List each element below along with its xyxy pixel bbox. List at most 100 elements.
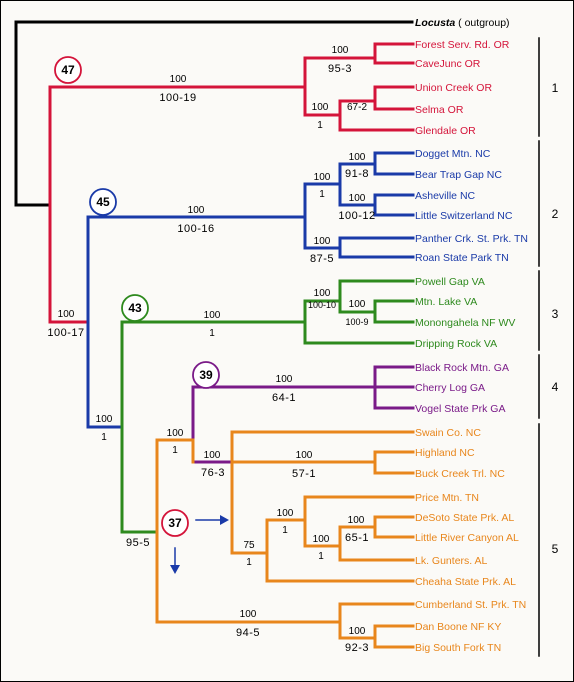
support-c2-decay: 100-16: [177, 223, 214, 235]
taxon-label: Monongahela NF WV: [415, 317, 515, 329]
support-c1c-decay: 67-2: [347, 102, 367, 113]
support-c5b-decay: 1: [246, 557, 252, 568]
support-root2-bootstrap: 100: [58, 309, 75, 320]
taxon-label: Little River Canyon AL: [415, 532, 519, 544]
support-c3a-bootstrap: 100: [314, 288, 331, 299]
support-c4-bootstrap: 100: [276, 374, 293, 385]
support-c4-decay: 64-1: [272, 392, 296, 404]
support-c2d-bootstrap: 100: [314, 236, 331, 247]
arrow-right-icon: [220, 515, 229, 525]
support-c5g-bootstrap: 100: [349, 626, 366, 637]
circle-39-label: 39: [199, 368, 213, 382]
support-c5b-bootstrap: 75: [243, 540, 255, 551]
support-c3-decay: 1: [209, 328, 215, 339]
support-c5q-decay: 76-3: [201, 467, 225, 479]
support-c5a-decay: 57-1: [292, 468, 316, 480]
support-c1a-bootstrap: 100: [332, 45, 349, 56]
support-c2-bootstrap: 100: [188, 205, 205, 216]
taxon-label: Bear Trap Gap NC: [415, 169, 502, 181]
support-c2a-bootstrap: 100: [314, 172, 331, 183]
support-c5p-bootstrap: 100: [167, 428, 184, 439]
support-c2b-bootstrap: 100: [349, 152, 366, 163]
support-c5e-bootstrap: 100: [348, 515, 365, 526]
support-c5f-bootstrap: 100: [240, 609, 257, 620]
taxon-label: Cumberland St. Prk. TN: [415, 599, 526, 611]
support-c3b-decay: 100-9: [345, 317, 368, 327]
support-c3p-bootstrap: 100: [96, 414, 113, 425]
arrow-down-icon: [170, 565, 180, 574]
support-c5c-decay: 1: [282, 525, 288, 536]
circle-39: [192, 361, 220, 389]
branch-root: [14, 20, 414, 207]
taxon-label: Cherry Log GA: [415, 382, 485, 394]
taxon-label: Swain Co. NC: [415, 427, 481, 439]
circle-37-label: 37: [168, 516, 182, 530]
support-c1-bootstrap: 100: [170, 74, 187, 85]
support-c3-bootstrap: 100: [204, 310, 221, 321]
taxon-label: Panther Crk. St. Prk. TN: [415, 233, 528, 245]
support-c5g-decay: 92-3: [345, 642, 369, 654]
taxon-label: Buck Creek Trl. NC: [415, 468, 505, 480]
circle-43-label: 43: [128, 301, 142, 315]
taxon-locusta-suffix: ( outgroup): [455, 17, 509, 29]
circle-45: [89, 188, 117, 216]
support-c5a-bootstrap: 100: [296, 450, 313, 461]
taxon-label: Mtn. Lake VA: [415, 296, 477, 308]
taxon-label: Selma OR: [415, 104, 464, 116]
support-c5c-bootstrap: 100: [277, 508, 294, 519]
taxon-label: CaveJunc OR: [415, 58, 481, 70]
circle-43: [121, 294, 149, 322]
group-number-3: 3: [552, 307, 559, 321]
taxon-label: Big South Fork TN: [415, 642, 501, 654]
circle-47-label: 47: [61, 63, 75, 77]
taxon-label: Price Mtn. TN: [415, 492, 479, 504]
group-number-2: 2: [552, 207, 559, 221]
support-c5e-decay: 65-1: [345, 532, 369, 544]
support-c2c-bootstrap: 100: [349, 193, 366, 204]
group-number-5: 5: [552, 542, 559, 556]
support-c1b-bootstrap: 100: [312, 102, 329, 113]
taxon-label: Asheville NC: [415, 190, 476, 202]
taxon-label: Dripping Rock VA: [415, 338, 497, 350]
support-c2c-decay: 100-12: [338, 210, 375, 222]
taxon-locusta: Locusta ( outgroup): [415, 17, 510, 29]
taxon-label: DeSoto State Prk. AL: [415, 512, 514, 524]
circle-45-label: 45: [96, 195, 110, 209]
branch-clade1: [48, 85, 307, 324]
taxon-label: Dogget Mtn. NC: [415, 148, 491, 160]
taxon-label: Glendale OR: [415, 125, 476, 137]
support-c1-decay: 100-19: [159, 92, 196, 104]
support-c5f-decay: 94-5: [236, 627, 260, 639]
support-c2a-decay: 1: [319, 189, 325, 200]
support-c5q-bootstrap: 100: [204, 450, 221, 461]
support-c1a-decay: 95-3: [328, 63, 352, 75]
support-c2d-decay: 87-5: [310, 253, 334, 265]
taxon-label: Powell Gap VA: [415, 276, 485, 288]
support-c3b-bootstrap: 100: [349, 299, 366, 310]
taxon-label: Roan State Park TN: [415, 252, 509, 264]
group-number-4: 4: [552, 380, 559, 394]
circle-37: [161, 509, 189, 537]
taxon-label: Cheaha State Prk. AL: [415, 576, 516, 588]
taxon-locusta-name: Locusta: [415, 17, 455, 29]
taxon-label: Union Creek OR: [415, 82, 492, 94]
taxon-label: Dan Boone NF KY: [415, 621, 501, 633]
taxon-label: Lk. Gunters. AL: [415, 555, 488, 567]
support-root2-decay: 100-17: [47, 327, 84, 339]
group-number-1: 1: [552, 81, 559, 95]
support-c5d-decay: 1: [318, 551, 324, 562]
support-c2b-decay: 91-8: [345, 168, 369, 180]
support-c5d-bootstrap: 100: [313, 534, 330, 545]
taxon-label: Vogel State Prk GA: [415, 403, 505, 415]
taxon-label: Black Rock Mtn. GA: [415, 362, 509, 374]
support-c5p-decay: 1: [172, 445, 178, 456]
support-c1b-decay: 1: [317, 120, 323, 131]
support-c45-decay: 95-5: [126, 537, 150, 549]
taxon-label: Forest Serv. Rd. OR: [415, 39, 510, 51]
support-c3p-decay: 1: [101, 432, 107, 443]
taxon-label: Little Switzerland NC: [415, 210, 513, 222]
support-c3a-decay: 100-10: [308, 300, 336, 310]
circle-47: [54, 56, 82, 84]
